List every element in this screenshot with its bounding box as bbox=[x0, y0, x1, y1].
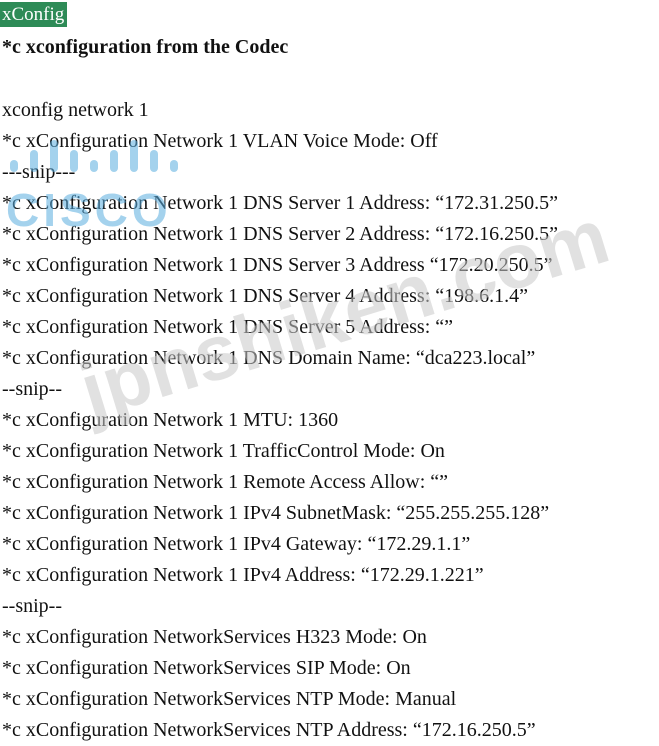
config-lines: xconfig network 1 *c xConfiguration Netw… bbox=[2, 95, 558, 746]
xconfig-tag: xConfig bbox=[0, 2, 68, 27]
config-line: *c xConfiguration NetworkServices NTP Mo… bbox=[2, 688, 457, 710]
config-line: *c xConfiguration Network 1 DNS Server 5… bbox=[2, 316, 454, 338]
config-line: *c xConfiguration Network 1 DNS Server 1… bbox=[2, 192, 559, 214]
config-line: *c xConfiguration Network 1 MTU: 1360 bbox=[2, 409, 339, 431]
config-line: *c xConfiguration Network 1 VLAN Voice M… bbox=[2, 130, 438, 152]
config-line: *c xConfiguration Network 1 Remote Acces… bbox=[2, 471, 449, 493]
config-line: *c xConfiguration NetworkServices H323 M… bbox=[2, 626, 427, 648]
config-line: *c xConfiguration Network 1 IPv4 Gateway… bbox=[2, 533, 471, 555]
page-heading: *c xconfiguration from the Codec bbox=[2, 36, 289, 58]
config-line: *c xConfiguration Network 1 DNS Server 2… bbox=[2, 223, 559, 245]
config-line: ---snip--- bbox=[2, 161, 76, 183]
config-line: *c xConfiguration NetworkServices SIP Mo… bbox=[2, 657, 411, 679]
config-line: --snip-- bbox=[2, 378, 62, 400]
config-line: *c xConfiguration Network 1 DNS Server 3… bbox=[2, 254, 553, 276]
config-line: *c xConfiguration Network 1 IPv4 Address… bbox=[2, 564, 484, 586]
config-line: *c xConfiguration Network 1 DNS Server 4… bbox=[2, 285, 529, 307]
config-line: *c xConfiguration Network 1 DNS Domain N… bbox=[2, 347, 536, 369]
config-line: *c xConfiguration Network 1 TrafficContr… bbox=[2, 440, 445, 462]
config-line: --snip-- bbox=[2, 595, 62, 617]
config-line: *c xConfiguration NetworkServices NTP Ad… bbox=[2, 719, 536, 741]
config-line: *c xConfiguration Network 1 IPv4 SubnetM… bbox=[2, 502, 550, 524]
config-line: xconfig network 1 bbox=[2, 99, 149, 121]
